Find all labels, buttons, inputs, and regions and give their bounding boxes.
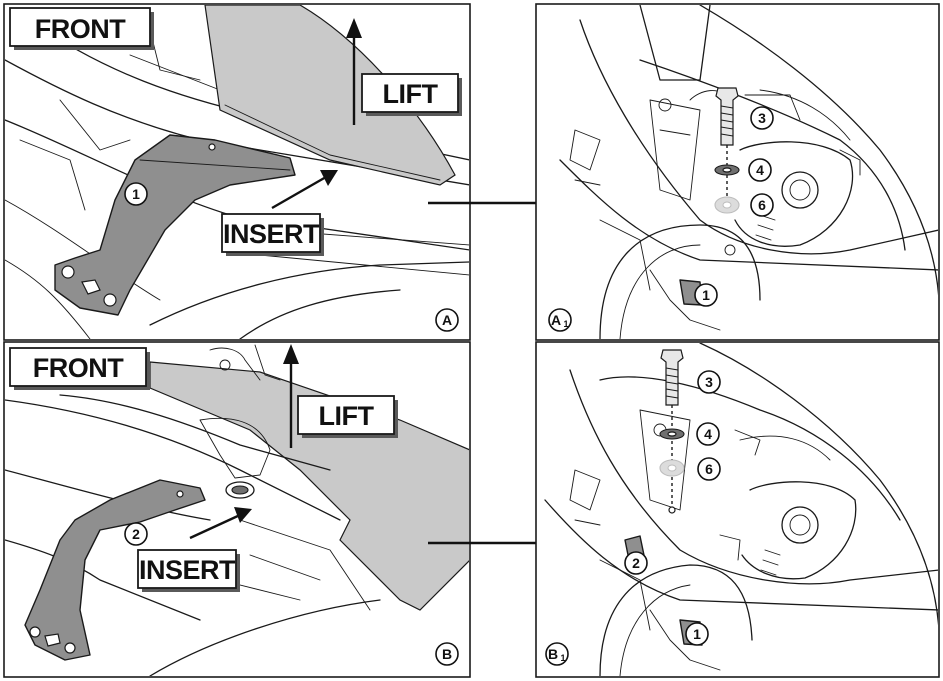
insert-label-b: INSERT (139, 555, 236, 585)
panel-letter-a: A (442, 312, 452, 328)
panel-letter-b1: B (548, 646, 558, 662)
panel-a-drawing (5, 5, 469, 339)
panel-b1: 3 4 6 2 1 B 1 (535, 341, 940, 678)
callout-bracket-1-b1: 1 (693, 626, 701, 642)
panel-b: FRONT LIFT INSERT 2 B (3, 341, 471, 678)
panel-a1: 3 4 6 1 A 1 (535, 3, 940, 341)
panel-letter-b1-sub: 1 (560, 653, 565, 663)
panel-a: FRONT LIFT INSERT 1 A (3, 3, 471, 341)
panel-letter-a1: A (551, 312, 561, 328)
callout-nut-6: 6 (758, 197, 766, 213)
front-label-b: FRONT (33, 353, 124, 383)
callout-washer-4-b1: 4 (704, 426, 712, 442)
panel-letter-a1-sub: 1 (563, 319, 568, 329)
lift-label-b: LIFT (319, 401, 375, 431)
panel-letter-b: B (442, 646, 452, 662)
panel-a1-drawing (559, 5, 938, 339)
callout-bracket-1-a1: 1 (702, 287, 710, 303)
bolt-3-a1 (715, 87, 739, 146)
bracket-2 (24, 479, 206, 661)
callout-bracket-2-b1: 2 (632, 555, 640, 571)
callout-washer-4: 4 (756, 162, 764, 178)
insert-label: INSERT (223, 219, 320, 249)
lift-label: LIFT (383, 79, 439, 109)
callout-bracket-1: 1 (132, 186, 140, 202)
callout-bolt-3-b1: 3 (705, 374, 713, 390)
bracket-1 (54, 134, 296, 316)
callout-bolt-3: 3 (758, 110, 766, 126)
callout-nut-6-b1: 6 (705, 461, 713, 477)
front-label: FRONT (35, 14, 126, 44)
callout-bracket-2: 2 (132, 526, 140, 542)
